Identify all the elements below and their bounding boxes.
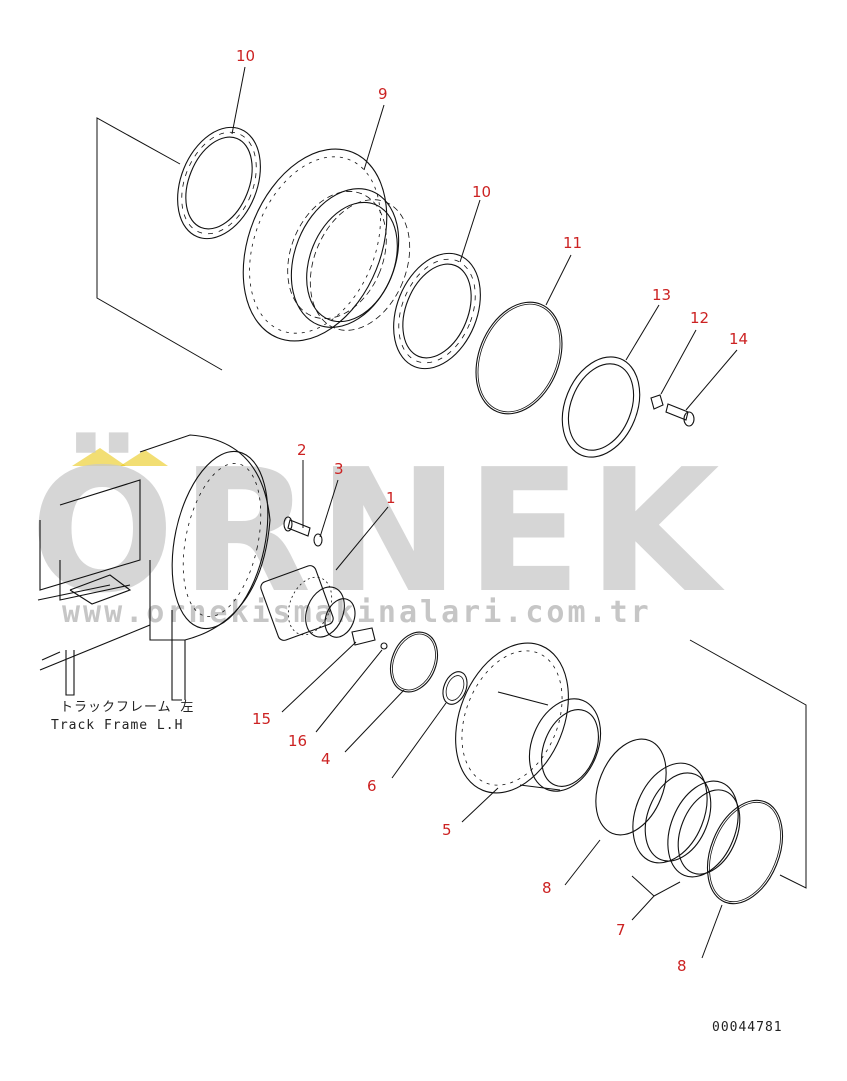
watermark: ÖRNEK www.ornekismakinalari.com.tr: [30, 432, 726, 631]
track-frame-drawing: [37, 434, 271, 701]
diagram-number: 00044781: [712, 1020, 783, 1035]
part-8-seal-b: [706, 799, 784, 905]
watermark-brand: ÖRNEK: [30, 432, 726, 631]
part-4-o-ring-inner: [392, 633, 436, 691]
part-15-shaft: [351, 627, 376, 646]
callout-6: 6: [367, 777, 377, 795]
part-11-o-ring: [475, 301, 563, 415]
part-5-hub: [455, 642, 602, 794]
watermark-accent-mark-2: [120, 450, 168, 466]
part-4-o-ring: [389, 631, 439, 693]
callout-11: 11: [563, 234, 582, 252]
callout-1: 1: [386, 489, 396, 507]
callout-9: 9: [378, 85, 388, 103]
callout-10-b: 10: [472, 183, 491, 201]
part-3-washer: [313, 533, 323, 547]
callout-4: 4: [321, 750, 331, 768]
part-6-ring: [442, 671, 468, 705]
callout-2: 2: [297, 441, 307, 459]
part-1-motor: [260, 565, 356, 641]
callout-8-a: 8: [542, 879, 552, 897]
part-7-floating-seal: [632, 762, 741, 878]
callout-7: 7: [616, 921, 626, 939]
part-11-o-ring-inner: [477, 303, 561, 413]
part-9-sprocket: [242, 148, 411, 342]
callout-13: 13: [652, 286, 671, 304]
callout-5: 5: [442, 821, 452, 839]
callout-3: 3: [334, 460, 344, 478]
frame-label-english: Track Frame L.H: [51, 718, 183, 733]
part-10-ring-b: [393, 252, 481, 370]
callout-15: 15: [252, 710, 271, 728]
part-10-ring-a: [177, 126, 261, 240]
leader-lines: [231, 66, 738, 959]
part-12-lock-plate: [650, 394, 664, 410]
part-8-seal-b-inner: [709, 801, 781, 903]
callout-8-b: 8: [677, 957, 687, 975]
bottom-reference-bracket: [689, 639, 807, 889]
callout-12: 12: [690, 309, 709, 327]
callouts: 10 9 10 11 13 12 14 2 3 1 15 16 4 6 5 8 …: [236, 47, 748, 975]
callout-14: 14: [729, 330, 748, 348]
part-8-seal-a: [595, 738, 667, 836]
callout-10-a: 10: [236, 47, 255, 65]
top-reference-bracket: [96, 117, 223, 371]
callout-16: 16: [288, 732, 307, 750]
part-14-bolt: [665, 403, 695, 427]
part-6-ring-inner: [445, 675, 465, 701]
part-16-ball: [380, 642, 388, 650]
part-13-plate: [561, 356, 641, 458]
watermark-accent-mark: [72, 448, 126, 466]
frame-label-japanese: トラックフレーム 左: [60, 700, 194, 715]
